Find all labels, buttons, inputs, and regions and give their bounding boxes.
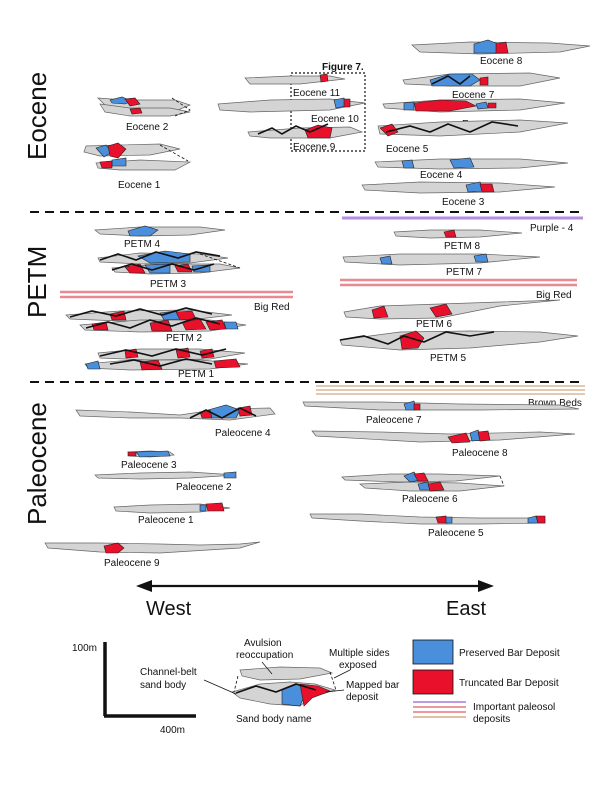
label-eocene-7: Eocene 7 — [452, 90, 495, 101]
sand-body-petm-7 — [342, 253, 541, 266]
sand-body-petm-4 — [94, 225, 226, 237]
sand-body-petm-6 — [343, 299, 561, 320]
sand-body-eocene-1 — [83, 142, 192, 171]
sand-body-eocene-6 — [382, 98, 566, 113]
label-eocene-10: Eocene 10 — [311, 114, 359, 125]
sand-body-petm-2 — [65, 307, 247, 333]
label-paleocene-7: Paleocene 7 — [366, 415, 422, 426]
direction-arrow — [136, 580, 494, 592]
label-petm-3: PETM 3 — [150, 279, 187, 290]
label-paleocene-2: Paleocene 2 — [176, 482, 232, 493]
sand-body-paleocene-5 — [309, 513, 546, 525]
legend-truncated-label: Truncated Bar Deposit — [459, 678, 559, 689]
label-paleocene-4: Paleocene 4 — [215, 428, 271, 439]
period-label-petm: PETM — [22, 246, 52, 318]
sand-body-eocene-3 — [361, 181, 556, 194]
schematic-channel-belt-label-2: sand body — [140, 680, 186, 691]
direction-west-label: West — [146, 598, 192, 620]
label-paleocene-5: Paleocene 5 — [428, 528, 484, 539]
schematic-multiple-sides-label-2: exposed — [339, 660, 377, 671]
sand-body-paleocene-3 — [127, 450, 175, 458]
label-petm-8: PETM 8 — [444, 241, 481, 252]
sand-body-eocene-7 — [402, 72, 561, 87]
label-eocene-3: Eocene 3 — [442, 197, 485, 208]
label-petm-1: PETM 1 — [178, 369, 215, 380]
schematic-sand-body — [231, 666, 337, 707]
sand-body-paleocene-6 — [341, 471, 505, 492]
sand-body-paleocene-9 — [44, 541, 261, 554]
figure-7-callout-box — [290, 72, 366, 152]
period-label-eocene: Eocene — [22, 72, 52, 160]
label-petm-2: PETM 2 — [166, 333, 203, 344]
sand-body-eocene-11 — [244, 73, 346, 85]
schematic-multiple-sides-label-1: Multiple sides — [329, 648, 390, 659]
label-eocene-4: Eocene 4 — [420, 170, 463, 181]
legend-preserved-swatch — [412, 639, 454, 665]
scale-horizontal-label: 400m — [160, 725, 185, 736]
label-eocene-1: Eocene 1 — [118, 180, 161, 191]
sand-body-eocene-5 — [377, 119, 569, 137]
legend-preserved-label: Preserved Bar Deposit — [459, 648, 560, 659]
sand-body-eocene-10 — [217, 97, 366, 113]
schematic-sand-body-name-label: Sand body name — [236, 714, 312, 725]
paleosol-big-red-west-label: Big Red — [254, 302, 290, 313]
legend-paleosol-label-1: Important paleosol — [473, 702, 555, 713]
label-eocene-9: Eocene 9 — [293, 142, 336, 153]
schematic-avulsion-label-2: reoccupation — [236, 650, 293, 661]
sand-body-paleocene-4 — [75, 404, 276, 421]
label-paleocene-6: Paleocene 6 — [402, 494, 458, 505]
label-paleocene-3: Paleocene 3 — [121, 460, 177, 471]
legend-truncated-swatch — [412, 669, 454, 695]
schematic-leaders — [203, 661, 351, 695]
sand-body-petm-5 — [339, 330, 579, 351]
scale-bar — [103, 642, 196, 718]
paleosol-big-red-east-label: Big Red — [536, 290, 572, 301]
paleosol-purple-4-label: Purple - 4 — [530, 223, 574, 234]
label-eocene-11: Eocene 11 — [293, 88, 341, 99]
legend-paleosol-swatch — [413, 701, 466, 718]
label-eocene-8: Eocene 8 — [480, 56, 523, 67]
schematic-mapped-bar-label-1: Mapped bar — [346, 680, 400, 691]
label-petm-5: PETM 5 — [430, 353, 467, 364]
sand-body-paleocene-8 — [311, 429, 576, 444]
schematic-avulsion-label-1: Avulsion — [244, 638, 282, 649]
direction-east-label: East — [446, 598, 486, 620]
sand-body-eocene-8 — [411, 39, 591, 55]
sand-body-petm-1 — [84, 347, 249, 371]
sand-body-eocene-4 — [374, 157, 569, 170]
label-petm-4: PETM 4 — [124, 239, 161, 250]
label-eocene-5: Eocene 5 — [386, 144, 429, 155]
period-label-paleocene: Paleocene — [22, 402, 52, 525]
schematic-channel-belt-label-1: Channel-belt — [140, 667, 197, 678]
sand-body-petm-8 — [393, 229, 523, 239]
paleosol-brown-beds-label: Brown Beds — [528, 398, 582, 409]
sand-body-eocene-2 — [97, 96, 191, 117]
schematic-mapped-bar-label-2: deposit — [346, 692, 378, 703]
sand-body-paleocene-7 — [302, 400, 580, 411]
label-petm-7: PETM 7 — [446, 267, 483, 278]
label-petm-6: PETM 6 — [416, 319, 453, 330]
sand-body-eocene-9 — [247, 123, 364, 139]
legend-paleosol-label-2: deposits — [473, 714, 510, 725]
sand-body-paleocene-2 — [94, 471, 237, 480]
label-eocene-2: Eocene 2 — [126, 122, 169, 133]
sand-body-paleocene-1 — [113, 502, 231, 514]
label-paleocene-8: Paleocene 8 — [452, 448, 508, 459]
label-paleocene-1: Paleocene 1 — [138, 515, 194, 526]
sand-body-petm-3 — [97, 250, 241, 275]
figure-7-callout-label: Figure 7. — [322, 62, 364, 73]
label-paleocene-9: Paleocene 9 — [104, 558, 160, 569]
scale-vertical-label: 100m — [72, 643, 97, 654]
